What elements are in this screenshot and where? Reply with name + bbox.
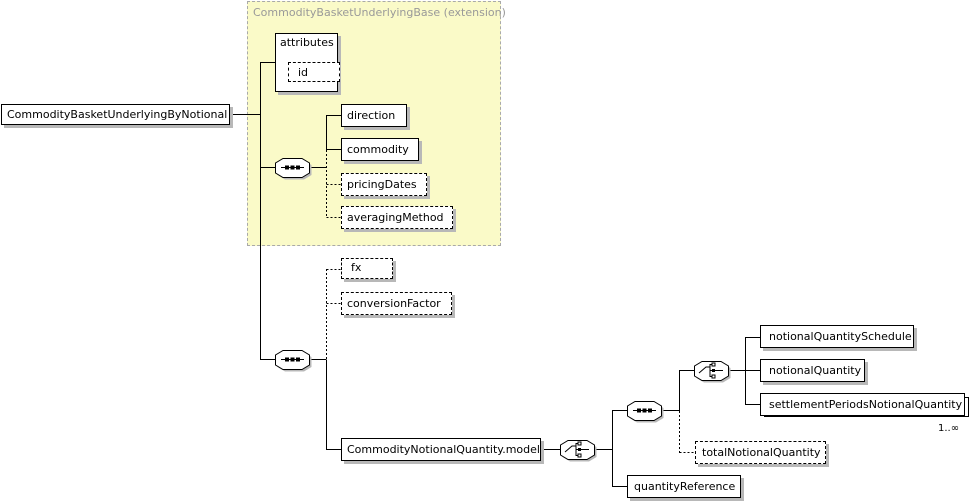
element-notional-quantity[interactable]: notionalQuantity xyxy=(760,359,865,382)
root-element[interactable]: CommodityBasketUnderlyingByNotional xyxy=(1,104,230,125)
sequence-icon xyxy=(627,401,664,423)
element-pricing-dates[interactable]: pricingDates xyxy=(341,173,427,196)
group-commodity-notional-quantity-model[interactable]: CommodityNotionalQuantity.model xyxy=(341,438,541,461)
sequence-icon xyxy=(275,158,312,180)
attribute-id[interactable]: id xyxy=(288,62,340,82)
element-quantity-reference[interactable]: quantityReference xyxy=(627,475,741,498)
element-direction[interactable]: direction xyxy=(341,104,407,127)
element-notional-quantity-schedule[interactable]: notionalQuantitySchedule xyxy=(760,325,914,348)
attributes-label: attributes xyxy=(280,36,334,49)
choice-icon xyxy=(560,440,597,462)
extension-title: CommodityBasketUnderlyingBase (extension… xyxy=(253,6,506,19)
element-commodity[interactable]: commodity xyxy=(341,138,419,161)
element-conversion-factor[interactable]: conversionFactor xyxy=(341,292,452,315)
sequence-icon xyxy=(275,350,312,372)
element-averaging-method[interactable]: averagingMethod xyxy=(341,206,453,229)
choice-icon xyxy=(694,361,731,383)
element-settlement-periods-notional-quantity[interactable]: settlementPeriodsNotionalQuantity xyxy=(760,393,965,416)
multiplicity-label: 1..∞ xyxy=(938,423,960,434)
element-total-notional-quantity[interactable]: totalNotionalQuantity xyxy=(695,441,826,464)
element-fx[interactable]: fx xyxy=(341,258,393,279)
